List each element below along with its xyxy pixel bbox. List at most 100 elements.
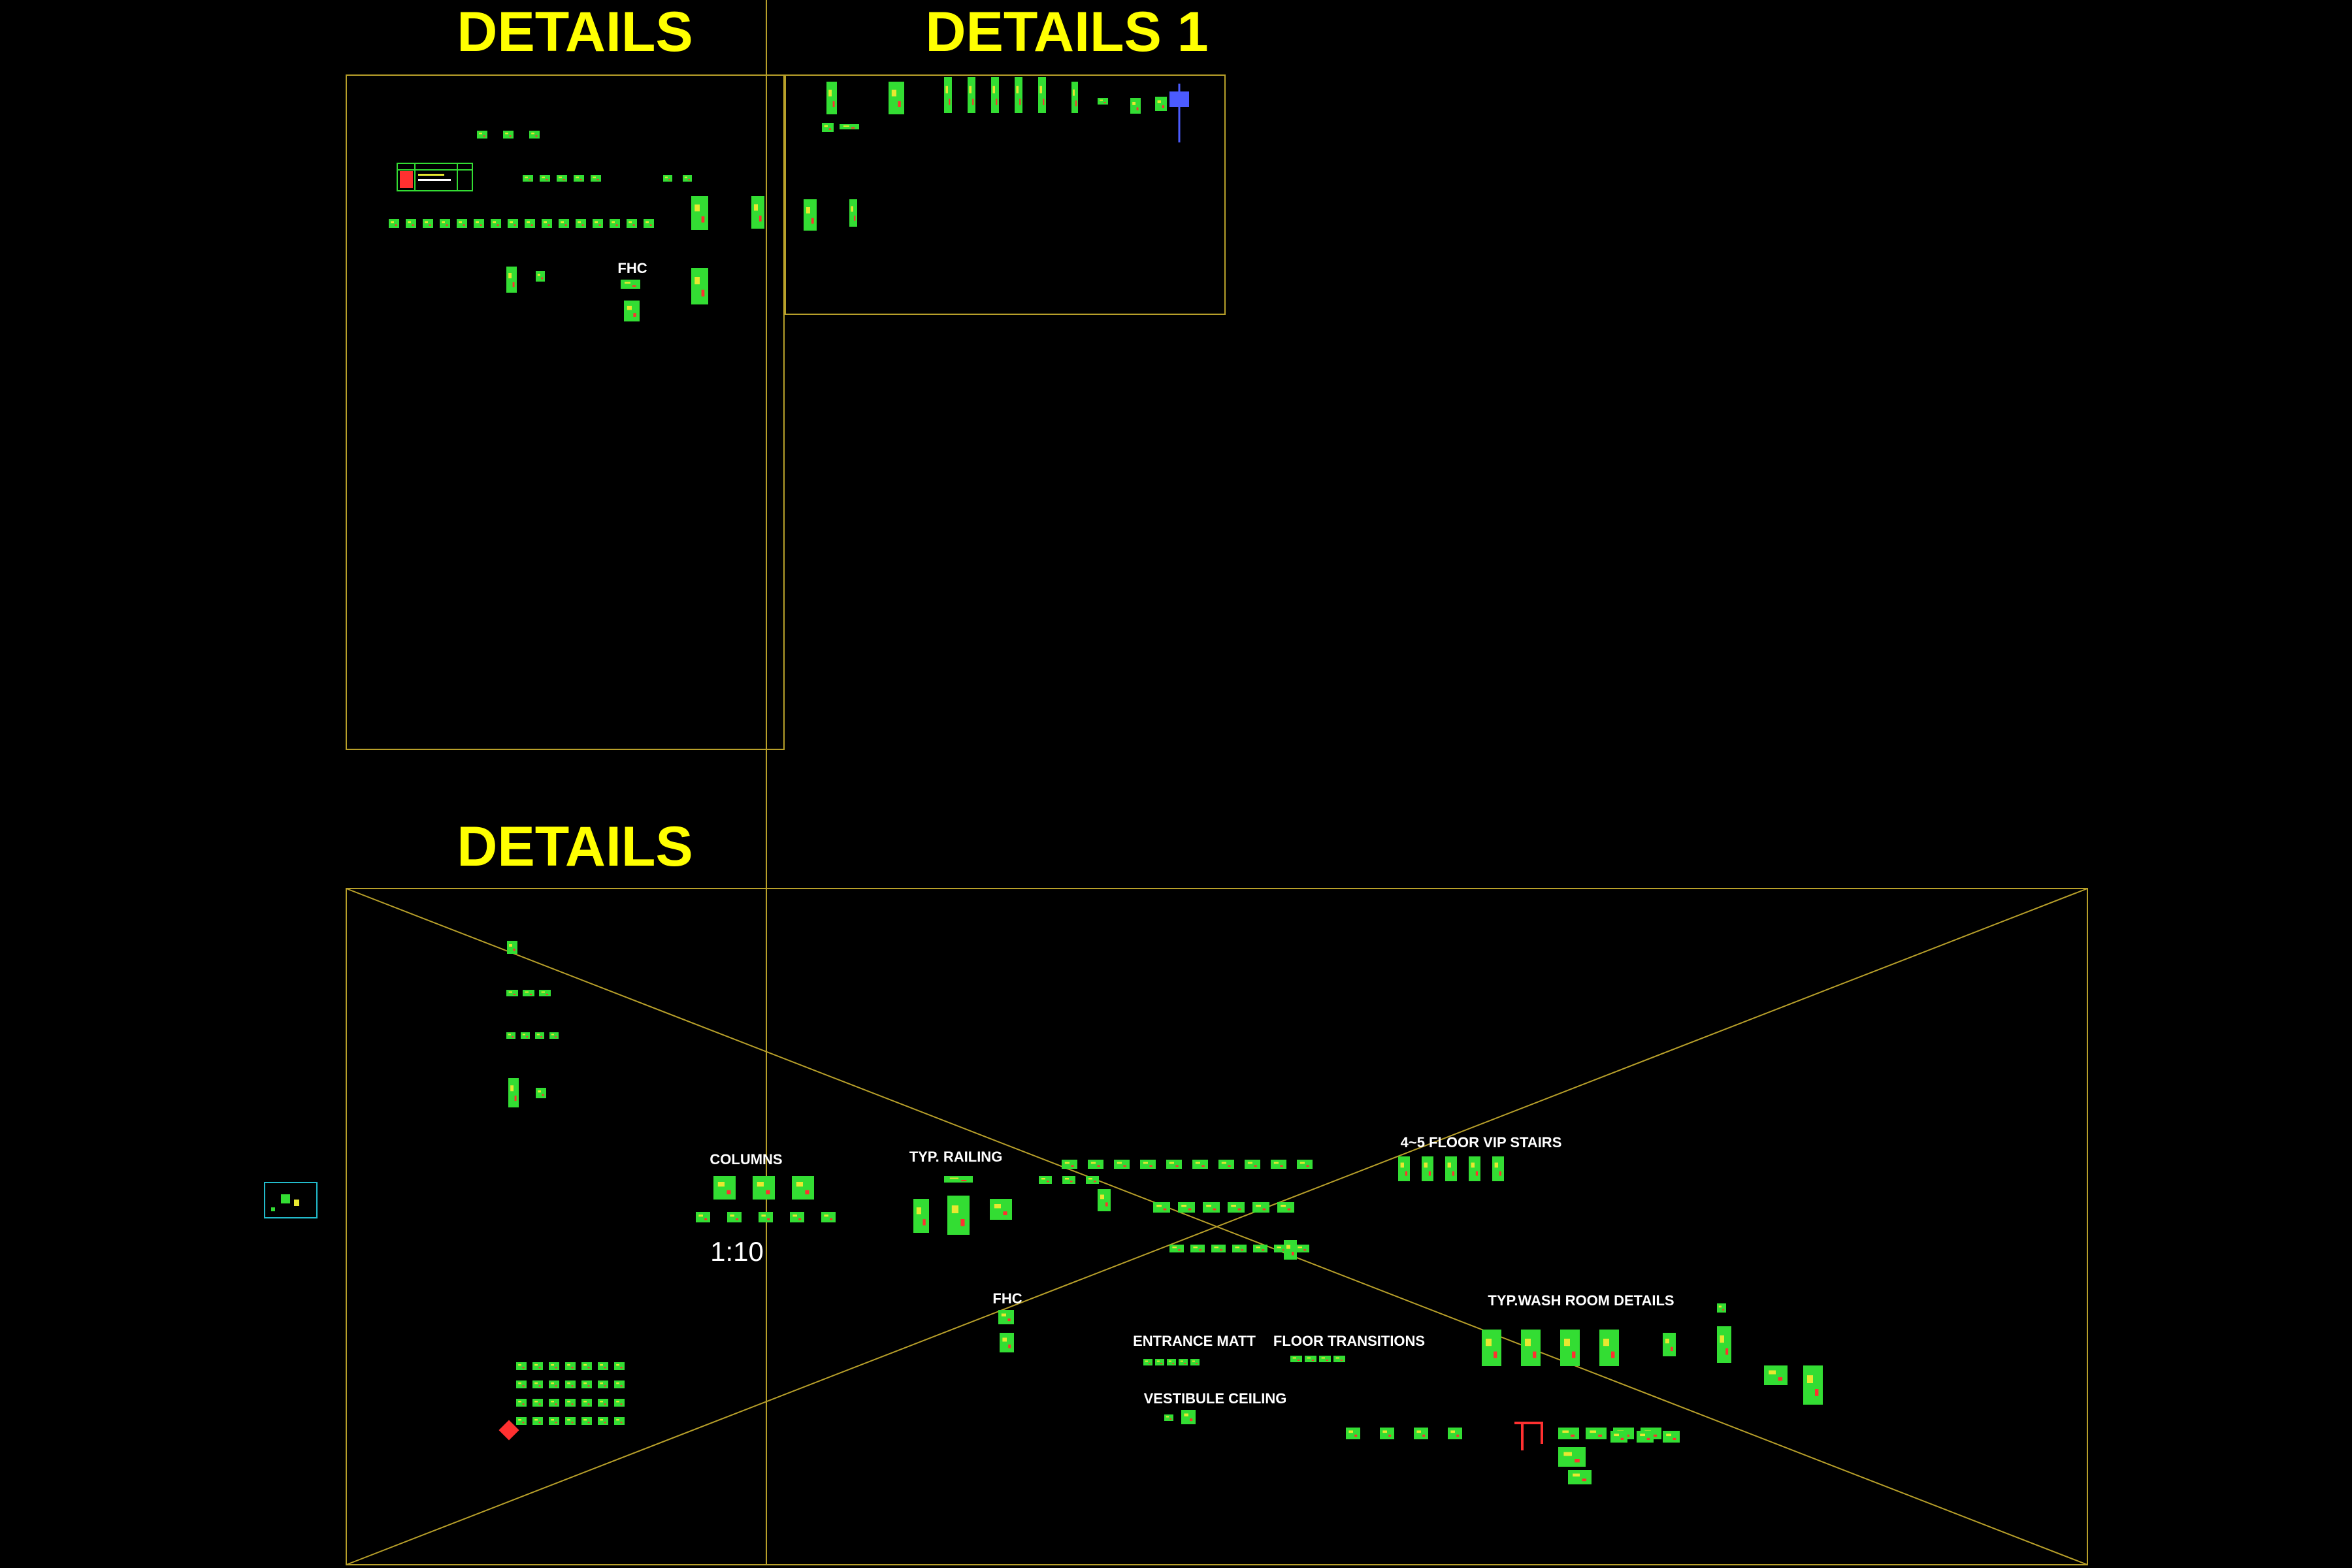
detail-mark bbox=[1398, 1156, 1410, 1181]
detail-mark bbox=[1448, 1428, 1462, 1439]
detail-mark bbox=[1015, 77, 1022, 113]
detail-mark bbox=[525, 219, 535, 228]
detail-mark bbox=[1155, 97, 1167, 111]
detail-mark bbox=[565, 1417, 576, 1425]
detail-mark bbox=[998, 1310, 1014, 1324]
detail-mark bbox=[406, 219, 416, 228]
detail-mark bbox=[1380, 1428, 1394, 1439]
detail-marks bbox=[389, 77, 1823, 1484]
detail-mark bbox=[1252, 1202, 1269, 1213]
blue-marker bbox=[1169, 84, 1189, 142]
detail-mark bbox=[423, 219, 433, 228]
detail-mark bbox=[474, 219, 484, 228]
detail-mark bbox=[532, 1417, 543, 1425]
detail-mark bbox=[576, 219, 586, 228]
detail-mark bbox=[549, 1362, 559, 1370]
detail-mark bbox=[1319, 1356, 1331, 1362]
detail-mark bbox=[1717, 1326, 1731, 1363]
detail-mark bbox=[1663, 1431, 1680, 1443]
detail-mark bbox=[507, 941, 517, 954]
detail-mark bbox=[614, 1399, 625, 1407]
detail-mark bbox=[491, 219, 501, 228]
detail-mark bbox=[1599, 1330, 1619, 1366]
label-floor-transitions: FLOOR TRANSITIONS bbox=[1273, 1333, 1425, 1349]
detail-mark bbox=[1521, 1330, 1541, 1366]
detail-mark bbox=[1469, 1156, 1480, 1181]
detail-mark bbox=[727, 1212, 742, 1222]
detail-mark bbox=[440, 219, 450, 228]
detail-mark bbox=[516, 1399, 527, 1407]
frame-details-1[interactable] bbox=[785, 74, 1226, 315]
detail-mark bbox=[1558, 1428, 1579, 1439]
detail-mark bbox=[581, 1399, 592, 1407]
detail-mark bbox=[1284, 1240, 1297, 1260]
detail-mark bbox=[1039, 1176, 1052, 1184]
detail-mark bbox=[991, 77, 999, 113]
detail-mark bbox=[549, 1417, 559, 1425]
detail-mark bbox=[516, 1362, 527, 1370]
detail-mark bbox=[849, 199, 857, 227]
label-typ-railing: TYP. RAILING bbox=[909, 1149, 1003, 1165]
detail-mark bbox=[1071, 82, 1078, 113]
detail-mark bbox=[610, 219, 620, 228]
title-details-1: DETAILS 1 bbox=[925, 1, 1208, 63]
detail-mark bbox=[753, 1176, 775, 1200]
detail-mark bbox=[792, 1176, 814, 1200]
detail-mark bbox=[598, 1417, 608, 1425]
detail-mark bbox=[663, 175, 672, 182]
detail-mark bbox=[506, 990, 518, 996]
detail-mark bbox=[591, 175, 601, 182]
detail-mark bbox=[691, 268, 708, 304]
detail-mark bbox=[1228, 1202, 1245, 1213]
detail-mark bbox=[1445, 1156, 1457, 1181]
frame-details-bottom[interactable] bbox=[346, 888, 2088, 1565]
detail-mark bbox=[521, 1032, 530, 1039]
detail-mark bbox=[506, 1032, 515, 1039]
detail-mark bbox=[1803, 1365, 1823, 1405]
detail-mark bbox=[1203, 1202, 1220, 1213]
detail-mark bbox=[621, 280, 640, 289]
detail-mark bbox=[523, 990, 534, 996]
detail-mark bbox=[1414, 1428, 1428, 1439]
detail-mark bbox=[539, 990, 551, 996]
detail-mark bbox=[508, 1078, 519, 1107]
detail-mark bbox=[1086, 1176, 1099, 1184]
detail-mark bbox=[1143, 1359, 1152, 1365]
frame-details-top-left[interactable] bbox=[346, 74, 785, 750]
detail-mark bbox=[536, 1088, 546, 1098]
detail-mark bbox=[1663, 1333, 1676, 1356]
detail-mark bbox=[549, 1032, 559, 1039]
detail-mark bbox=[1140, 1160, 1156, 1169]
detail-mark bbox=[821, 1212, 836, 1222]
detail-mark bbox=[990, 1199, 1012, 1220]
detail-mark bbox=[581, 1380, 592, 1388]
detail-mark bbox=[598, 1362, 608, 1370]
detail-mark bbox=[1290, 1356, 1302, 1362]
label-fhc-bottom: FHC bbox=[992, 1290, 1022, 1307]
detail-mark bbox=[1717, 1303, 1726, 1313]
detail-mark bbox=[532, 1380, 543, 1388]
detail-mark bbox=[913, 1199, 929, 1233]
detail-mark bbox=[1333, 1356, 1345, 1362]
detail-mark bbox=[1218, 1160, 1234, 1169]
detail-mark bbox=[1167, 1359, 1176, 1365]
detail-mark bbox=[751, 196, 764, 229]
detail-mark bbox=[1637, 1431, 1654, 1443]
detail-mark bbox=[944, 1176, 973, 1183]
detail-mark bbox=[1232, 1245, 1247, 1252]
detail-mark bbox=[1181, 1410, 1196, 1424]
detail-mark bbox=[1130, 98, 1141, 114]
detail-mark bbox=[389, 219, 399, 228]
detail-mark bbox=[1211, 1245, 1226, 1252]
detail-mark bbox=[1560, 1330, 1580, 1366]
detail-mark bbox=[557, 175, 567, 182]
label-floor-vip-stairs: 4~5 FLOOR VIP STAIRS bbox=[1401, 1134, 1562, 1151]
detail-mark bbox=[1277, 1202, 1294, 1213]
detail-mark bbox=[1179, 1359, 1188, 1365]
detail-mark bbox=[644, 219, 654, 228]
detail-schedule-table[interactable] bbox=[397, 163, 473, 191]
detail-mark bbox=[614, 1380, 625, 1388]
small-viewport[interactable] bbox=[264, 1182, 318, 1218]
title-details-top-left: DETAILS bbox=[457, 1, 693, 63]
